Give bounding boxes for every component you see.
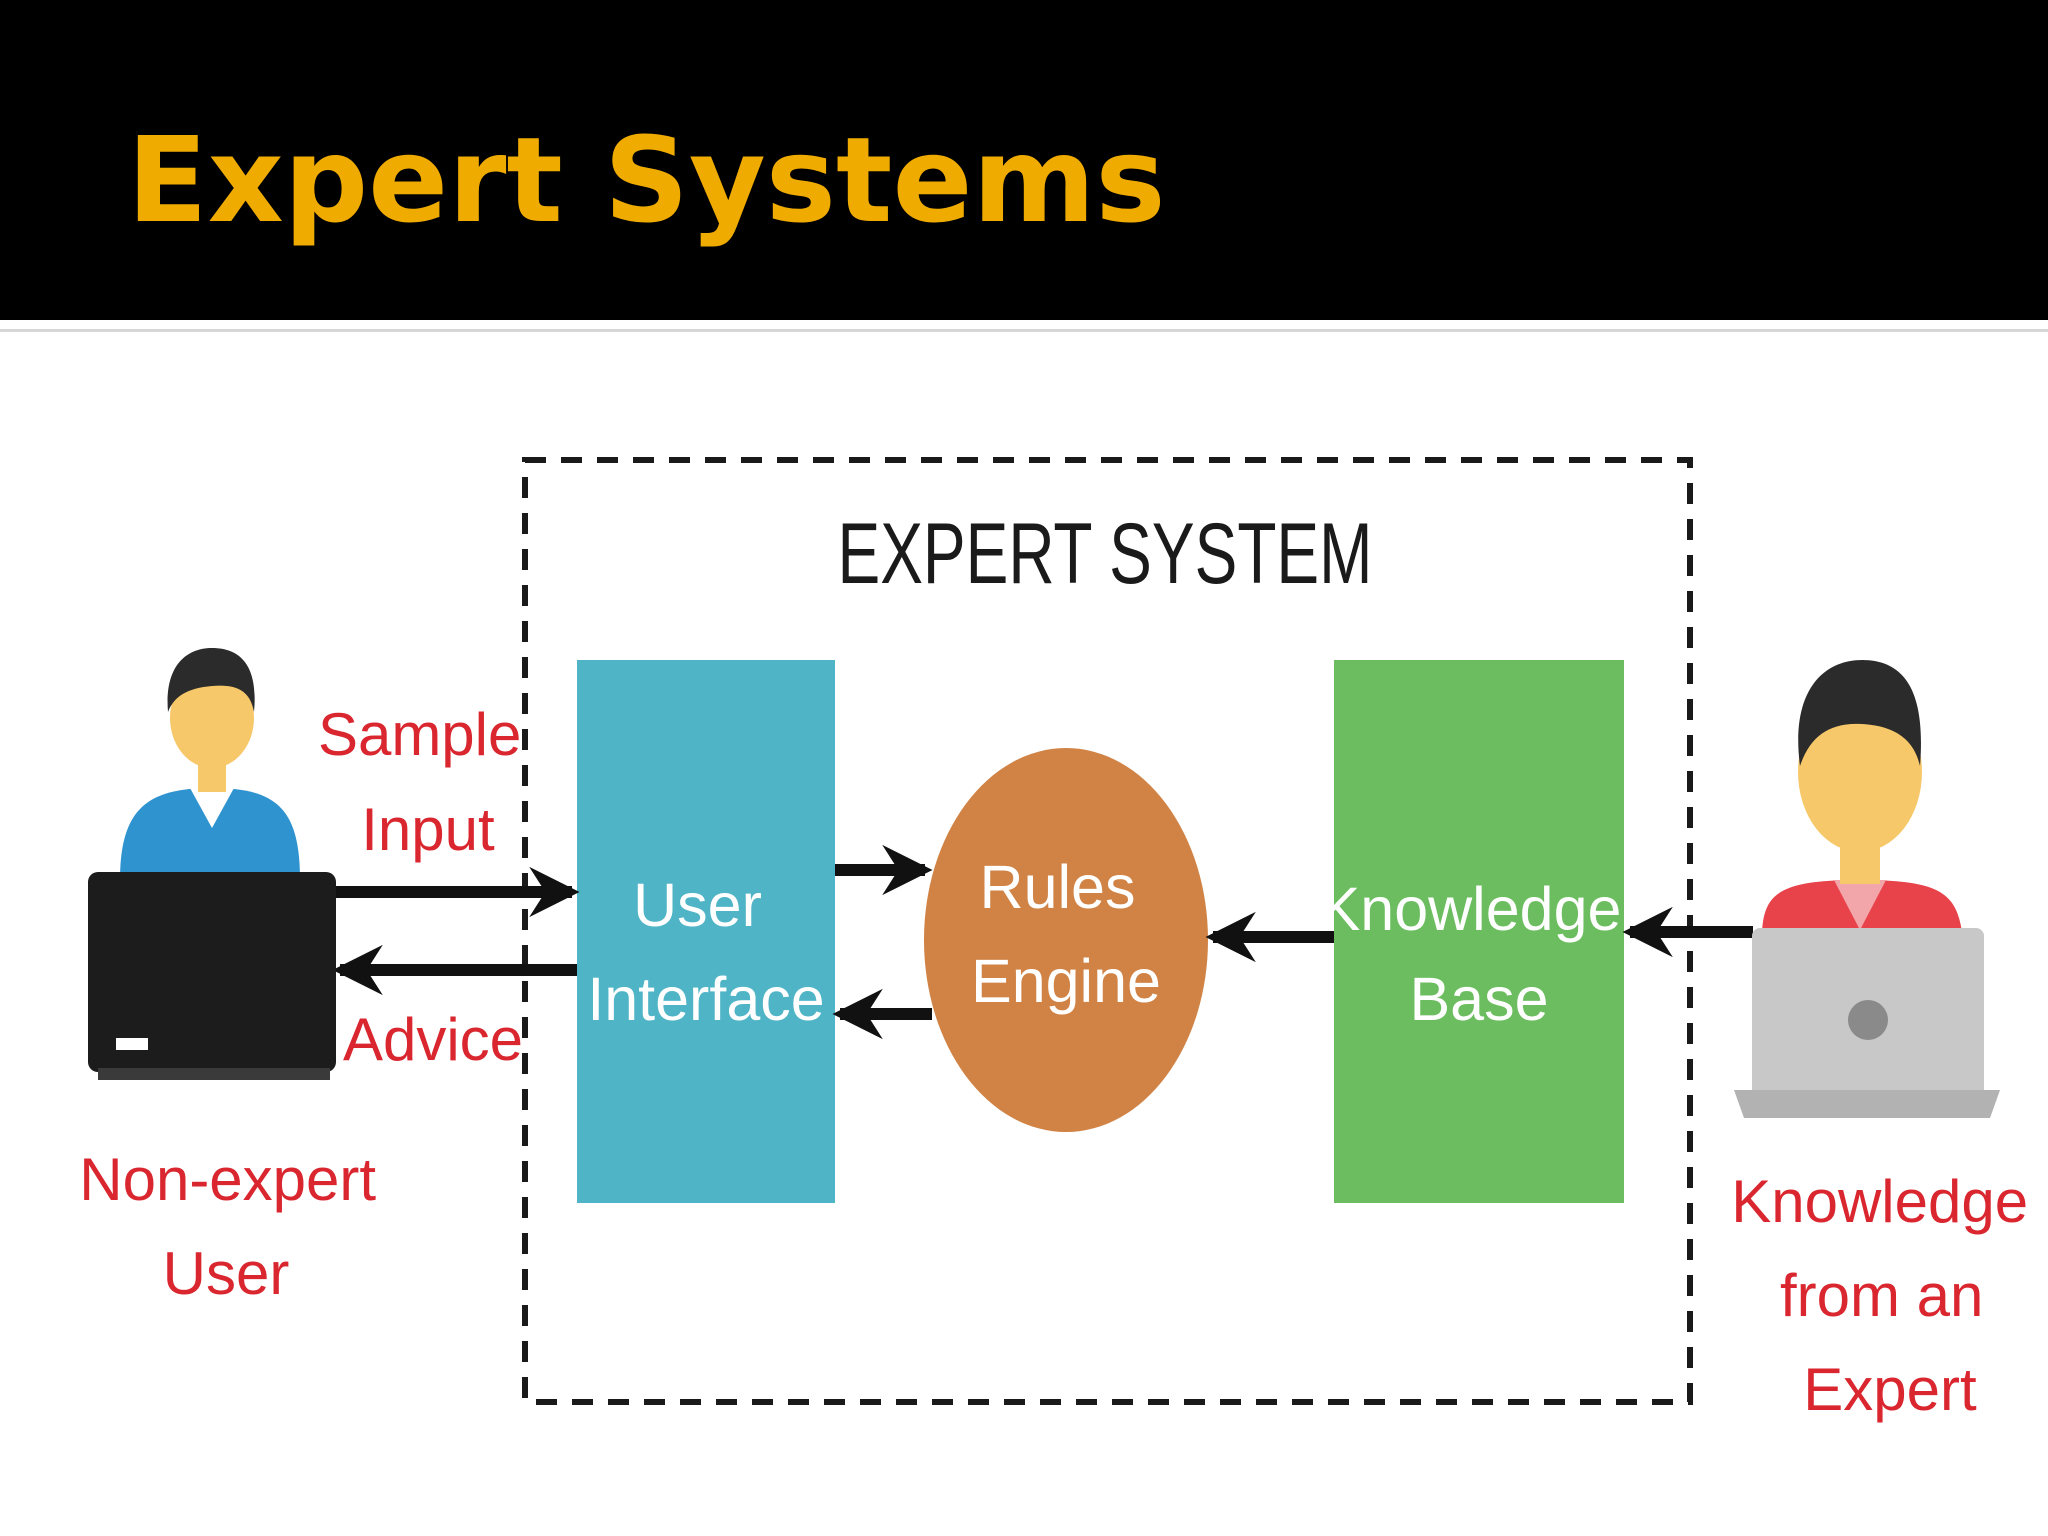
expert-icon <box>1762 660 1962 932</box>
rules-engine-circle <box>924 748 1208 1132</box>
gray-laptop-icon <box>1734 928 2000 1118</box>
non-expert-user-label: Non-expert User <box>79 1146 392 1307</box>
sample-input-label: Sample Input <box>318 701 538 863</box>
slide-title: Expert Systems <box>127 111 1166 249</box>
expert-knowledge-label: Knowledge from an Expert <box>1731 1168 2045 1423</box>
advice-label: Advice <box>343 1006 523 1073</box>
black-laptop-icon <box>88 872 336 1080</box>
user-interface-box <box>577 660 835 1203</box>
title-bar <box>0 0 2048 320</box>
knowledge-base-label: Knowledge Base <box>1320 875 1639 1033</box>
user-interface-label: User Interface <box>587 871 824 1033</box>
title-divider <box>0 329 2048 332</box>
knowledge-base-box <box>1334 660 1624 1203</box>
rules-engine-label: Rules Engine <box>971 853 1161 1015</box>
expert-system-title: EXPERT SYSTEM <box>838 506 1373 602</box>
non-expert-user-icon <box>120 648 300 880</box>
